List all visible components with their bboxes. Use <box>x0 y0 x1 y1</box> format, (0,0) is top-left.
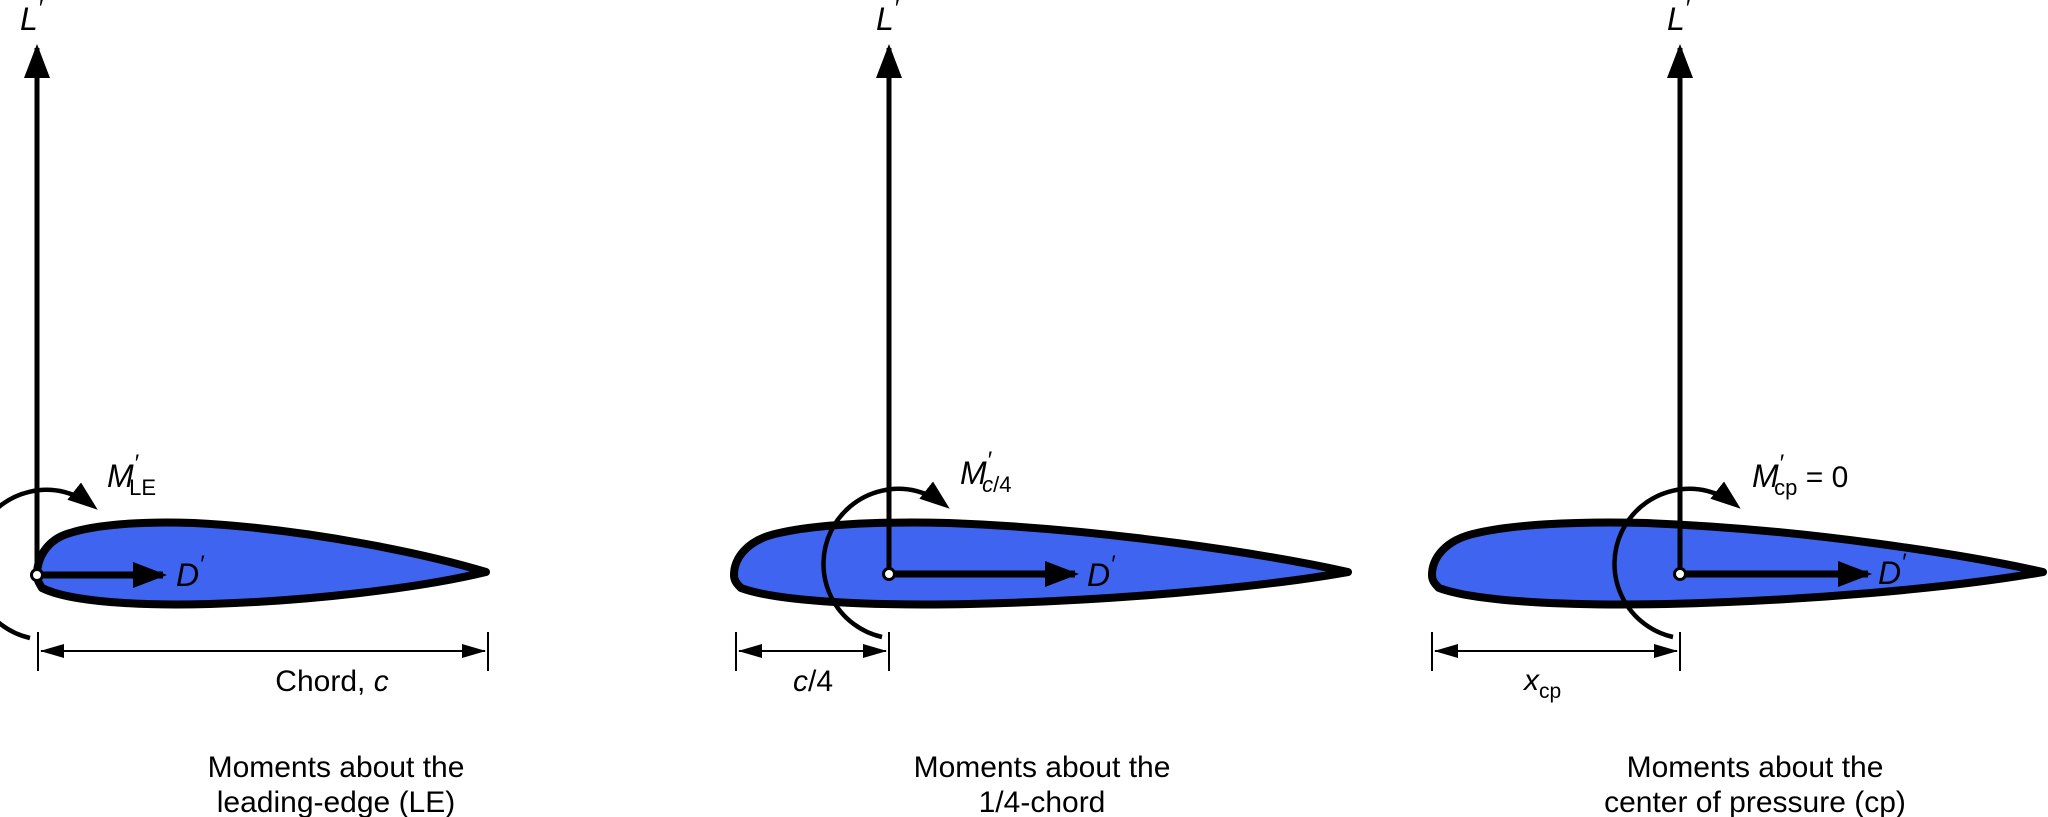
lift-label: L′ <box>876 0 900 37</box>
panel-center-of-pressure: L′ D′ M′cp = 0 xcp Moments about the cen… <box>1428 0 2047 817</box>
reference-point <box>1673 567 1687 581</box>
panel-caption-line1: Moments about the <box>208 751 465 784</box>
airfoil-shape <box>730 518 1352 609</box>
moment-arc-arrow <box>0 482 98 641</box>
chord-dimension-label: Chord, c <box>275 665 388 698</box>
panel-caption-line1: Moments about the <box>914 751 1171 784</box>
panel-caption-line2: 1/4-chord <box>979 786 1106 817</box>
panel-leading-edge: L′ D′ M′LE Chord, c Moments about the le… <box>0 0 490 817</box>
quarter-chord-dimension-label: c/4 <box>793 665 833 698</box>
reference-point <box>882 567 896 581</box>
moment-arc-arrow <box>1612 481 1741 640</box>
xcp-dimension-label: xcp <box>1522 664 1561 703</box>
moment-label: M′LE <box>107 450 156 500</box>
moment-arc-arrow <box>821 481 950 640</box>
moment-label: M′c/4 <box>960 447 1012 497</box>
airfoil-shape <box>33 518 490 609</box>
panel-quarter-chord: L′ D′ M′c/4 c/4 Moments about the 1/4-ch… <box>730 0 1352 817</box>
panel-caption-line1: Moments about the <box>1627 751 1884 784</box>
airfoil-shape <box>1428 518 2047 609</box>
panel-caption-line2: center of pressure (cp) <box>1604 786 1906 817</box>
reference-point <box>30 568 44 582</box>
panel-caption-line2: leading-edge (LE) <box>217 786 456 817</box>
drag-label: D′ <box>1878 549 1907 591</box>
lift-label: L′ <box>1667 0 1691 37</box>
drag-label: D′ <box>176 551 205 593</box>
lift-label: L′ <box>20 0 44 37</box>
drag-label: D′ <box>1087 551 1116 593</box>
moment-label: M′cp = 0 <box>1752 450 1848 500</box>
